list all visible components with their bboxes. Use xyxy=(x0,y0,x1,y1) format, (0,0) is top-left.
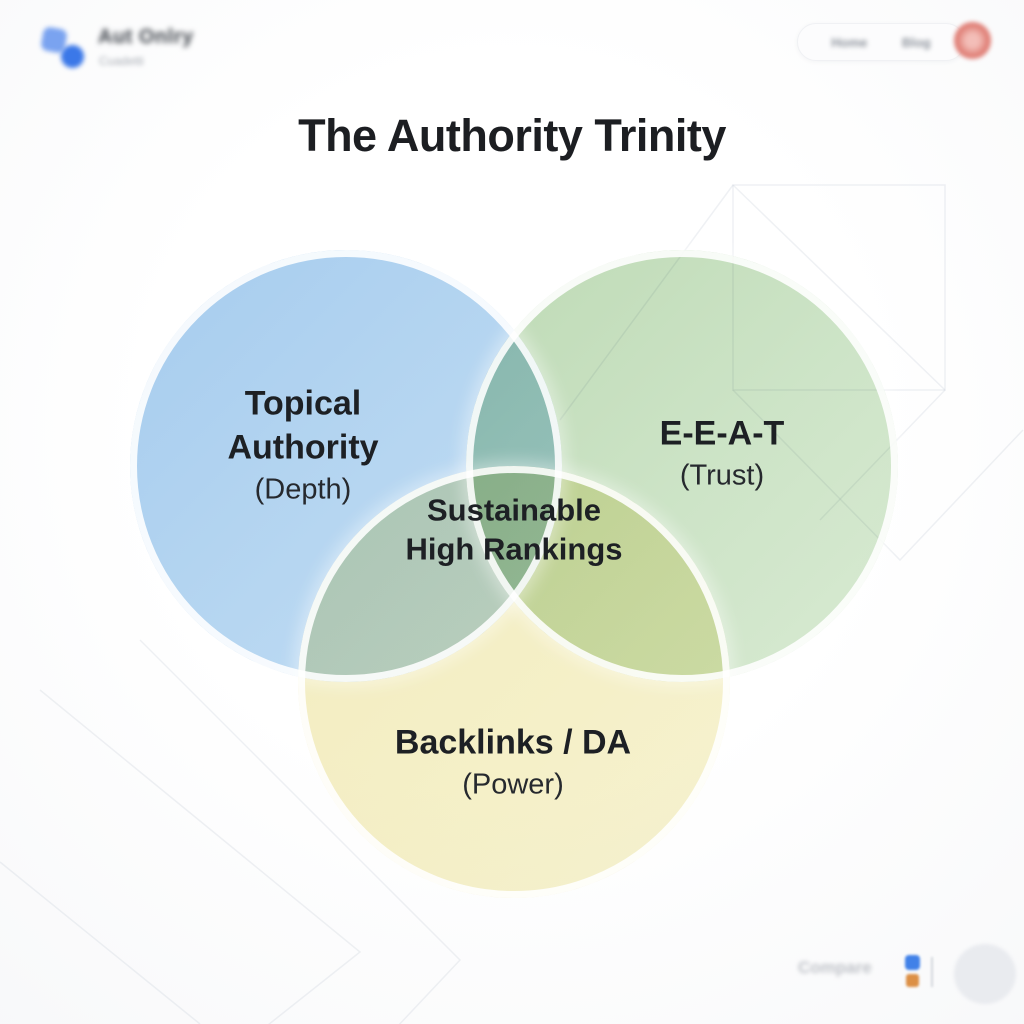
nav-item-1[interactable]: Home xyxy=(831,34,868,50)
venn-label-backlinks-da: Backlinks / DA (Power) xyxy=(343,720,683,801)
watermark-icon-orange-square xyxy=(906,974,919,987)
logo-tagline: Cuadetti xyxy=(99,54,144,68)
venn-label-topical-authority: Topical Authority (Depth) xyxy=(188,381,418,506)
venn-label-eeat: E-E-A-T (Trust) xyxy=(607,411,837,492)
nav-item-2[interactable]: Blog xyxy=(901,34,931,50)
eeat-sublabel: (Trust) xyxy=(679,459,765,492)
watermark-icon-blue-square xyxy=(905,955,920,970)
avatar-circle[interactable] xyxy=(954,944,1016,1004)
venn-center-label: Sustainable High Rankings xyxy=(389,491,639,569)
logo-text: Aut Onlry xyxy=(98,26,194,48)
eeat-label: E-E-A-T xyxy=(659,414,785,453)
backlinks-da-sublabel: (Power) xyxy=(462,768,564,801)
center-intersection-label: Sustainable High Rankings xyxy=(405,492,623,566)
header-action-button[interactable] xyxy=(954,22,991,59)
footer: Compare xyxy=(0,930,1024,1024)
backlinks-da-label: Backlinks / DA xyxy=(394,723,632,762)
topical-authority-sublabel: (Depth) xyxy=(254,473,352,506)
footer-divider xyxy=(931,957,933,987)
watermark-text: Compare xyxy=(798,958,872,977)
watermark-app-icon xyxy=(905,955,921,991)
logo-dot-icon xyxy=(61,45,84,68)
venn-circle-backlinks-outline xyxy=(298,466,730,898)
app-logo: Aut Onlry Cuadetti xyxy=(40,24,260,76)
topical-authority-label: Topical Authority xyxy=(227,384,379,467)
nav-pill: Home Blog xyxy=(797,23,965,61)
page-title: The Authority Trinity xyxy=(298,110,726,161)
header: Aut Onlry Cuadetti Home Blog xyxy=(0,0,1024,90)
